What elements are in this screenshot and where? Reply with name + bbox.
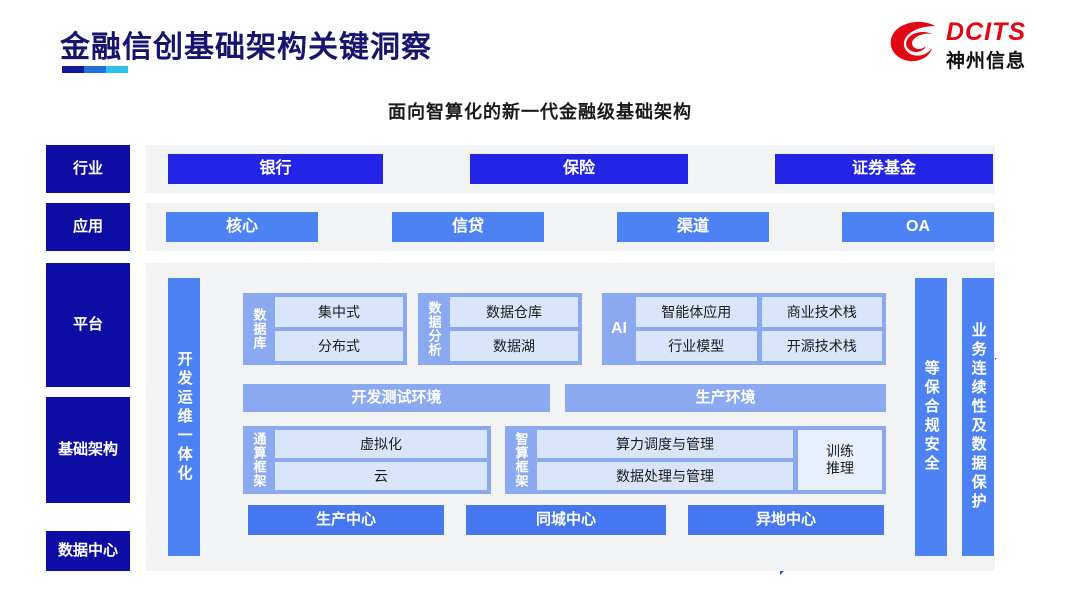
- swoosh-logo-icon: [890, 21, 935, 62]
- cell-industry-model[interactable]: 行业模型: [636, 331, 757, 361]
- row-label-datacenter: 数据中心: [46, 531, 130, 571]
- group-database-label: 数据库: [251, 308, 267, 350]
- cell-train-inference[interactable]: 训练 推理: [798, 430, 882, 490]
- logo-text-en: DCITS: [946, 18, 1026, 46]
- row-label-infrastructure: 基础架构: [46, 397, 130, 503]
- application-item-credit[interactable]: 信贷: [392, 212, 544, 242]
- cell-data-lake[interactable]: 数据湖: [450, 331, 578, 361]
- industry-item-securities[interactable]: 证券基金: [775, 154, 993, 184]
- cell-compute-scheduling[interactable]: 算力调度与管理: [537, 430, 793, 458]
- group-analytics-label: 数据分析: [426, 301, 442, 357]
- application-item-oa[interactable]: OA: [842, 212, 994, 242]
- cell-centralized[interactable]: 集中式: [275, 297, 403, 327]
- group-general-compute: 通算框架 虚拟化 云: [243, 426, 491, 494]
- logo-text-cn: 神州信息: [946, 51, 1027, 72]
- cell-distributed[interactable]: 分布式: [275, 331, 403, 361]
- accent-seg-3: [106, 66, 128, 73]
- cell-commercial-stack[interactable]: 商业技术栈: [761, 297, 882, 327]
- page-title: 金融信创基础架构关键洞察: [60, 31, 432, 64]
- page-header: 金融信创基础架构关键洞察 DCITS 神州信息: [0, 0, 1080, 90]
- diagram-subtitle: 面向智算化的新一代金融级基础架构: [388, 102, 692, 122]
- env-production[interactable]: 生产环境: [565, 384, 886, 412]
- compliance-vertical-bar: 等保合规安全: [915, 278, 947, 556]
- accent-seg-2: [84, 66, 106, 73]
- datacenter-metro[interactable]: 同城中心: [466, 505, 666, 535]
- cell-data-processing[interactable]: 数据处理与管理: [537, 462, 793, 490]
- row-label-industry: 行业: [46, 145, 130, 193]
- cell-data-warehouse[interactable]: 数据仓库: [450, 297, 578, 327]
- application-item-core[interactable]: 核心: [166, 212, 318, 242]
- datacenter-production[interactable]: 生产中心: [248, 505, 444, 535]
- group-analytics: 数据分析 数据仓库 数据湖: [418, 293, 582, 365]
- accent-seg-1: [62, 66, 84, 73]
- group-general-compute-label: 通算框架: [251, 432, 267, 488]
- datacenter-remote[interactable]: 异地中心: [688, 505, 884, 535]
- cell-cloud[interactable]: 云: [275, 462, 487, 490]
- application-item-channel[interactable]: 渠道: [617, 212, 769, 242]
- continuity-vertical-bar: 业务连续性及数据保护: [962, 278, 994, 556]
- group-intelligent-compute-label: 智算框架: [513, 432, 529, 488]
- row-label-application: 应用: [46, 203, 130, 251]
- industry-item-insurance[interactable]: 保险: [470, 154, 688, 184]
- cell-virtualization[interactable]: 虚拟化: [275, 430, 487, 458]
- group-database: 数据库 集中式 分布式: [243, 293, 407, 365]
- title-accent-bar: [62, 66, 128, 73]
- industry-item-bank[interactable]: 银行: [168, 154, 383, 184]
- cell-opensource-stack[interactable]: 开源技术栈: [761, 331, 882, 361]
- group-ai: AI 智能体应用 商业技术栈 行业模型 开源技术栈: [602, 293, 886, 365]
- row-label-platform: 平台: [46, 263, 130, 387]
- group-intelligent-compute: 智算框架 算力调度与管理 数据处理与管理 训练 推理: [505, 426, 886, 494]
- env-dev-test[interactable]: 开发测试环境: [243, 384, 550, 412]
- group-ai-label: AI: [611, 320, 627, 337]
- cell-agent-application[interactable]: 智能体应用: [636, 297, 757, 327]
- devops-vertical-bar: 开发运维一体化: [168, 278, 200, 556]
- brand-logo: DCITS 神州信息: [888, 16, 1048, 74]
